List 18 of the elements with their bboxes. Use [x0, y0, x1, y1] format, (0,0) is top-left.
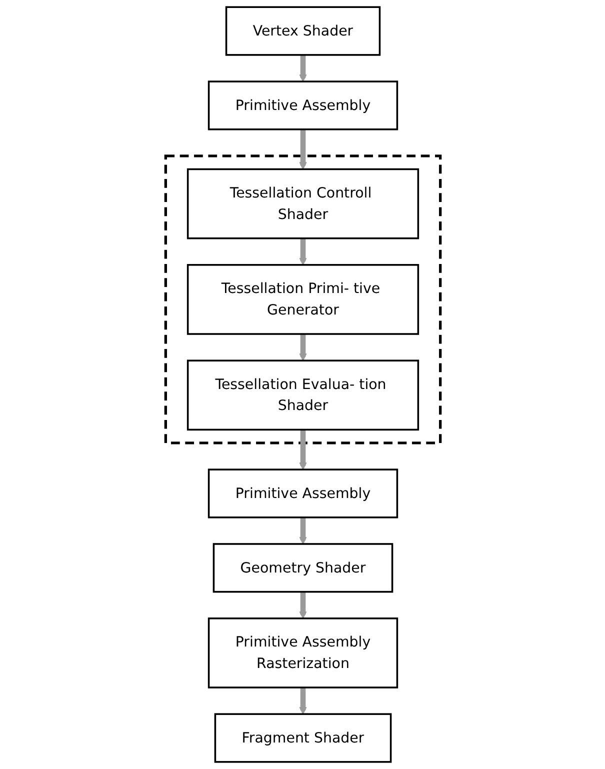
node-box: Primitive Assembly Rasterization: [207, 618, 398, 688]
node-box: Fragment Shader: [214, 713, 392, 763]
arrow: [298, 591, 306, 619]
arrow: [298, 54, 306, 82]
cluster: [164, 154, 442, 444]
arrow: [298, 334, 306, 361]
node-box: Vertex Shader: [224, 6, 380, 56]
arrow: [298, 516, 306, 544]
node-box: Tessellation Evalua- tion Shader: [186, 360, 419, 431]
node-box: Geometry Shader: [212, 543, 393, 593]
node-box: Primitive Assembly: [207, 468, 398, 518]
arrow: [298, 128, 306, 170]
node-box: Primitive Assembly: [207, 80, 398, 130]
arrow: [298, 238, 306, 266]
arrow: [298, 687, 306, 714]
node-box: Tessellation Primi- tive Generator: [186, 264, 419, 335]
arrow: [298, 429, 306, 470]
node-box: Tessellation Controll Shader: [186, 168, 419, 240]
